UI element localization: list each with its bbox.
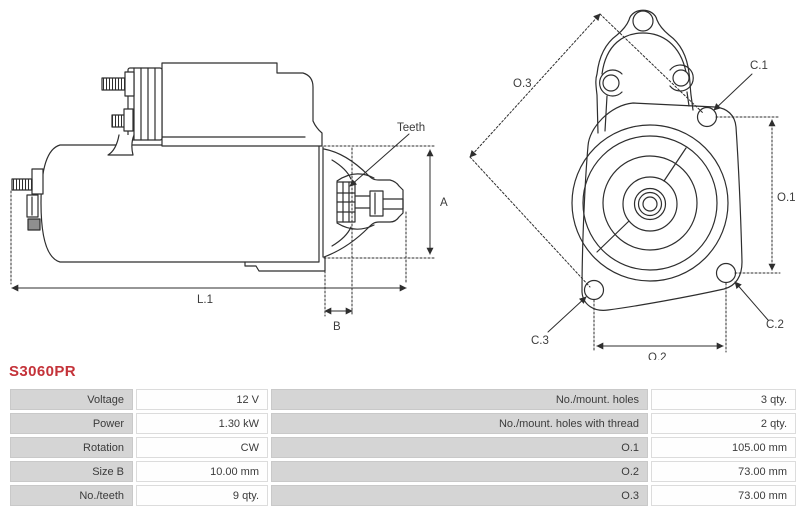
spec-label: Rotation [10, 437, 133, 458]
solenoid-terminal-bolt-upper [101, 77, 126, 91]
mount-hole-c3 [583, 279, 605, 301]
spec-value: CW [136, 437, 268, 458]
spec-value: 12 V [136, 389, 268, 410]
spec-label: O.2 [271, 461, 648, 482]
spec-value: 105.00 mm [651, 437, 796, 458]
spec-table: Voltage 12 V No./mount. holes 3 qty. Pow… [10, 389, 796, 506]
c1-leader-arrow [713, 73, 753, 111]
dim-line-o3 [469, 13, 601, 158]
upper-left-hole [602, 74, 620, 92]
starter-end-view: O.3 C.1 O.1 C.2 C.3 O.2 [469, 9, 796, 360]
dim-label-o1: O.1 [777, 192, 796, 204]
teeth-leader-arrow [349, 133, 410, 187]
c2-leader-arrow [734, 281, 769, 321]
spec-value: 73.00 mm [651, 461, 796, 482]
bearing-boss [622, 176, 678, 232]
spec-label: Size B [10, 461, 133, 482]
solenoid-cap [127, 67, 163, 141]
end-view-dimensions [469, 13, 781, 353]
spec-label: Power [10, 413, 133, 434]
solenoid [101, 62, 323, 156]
dim-label-l1: L.1 [197, 294, 213, 306]
spec-value: 1.30 kW [136, 413, 268, 434]
rear-knob [27, 218, 41, 231]
technical-drawing: Teeth A B L.1 [10, 9, 796, 360]
dim-label-c1: C.1 [750, 60, 768, 72]
pinion-gear [336, 181, 356, 223]
spec-label: No./mount. holes with thread [271, 413, 648, 434]
spec-label: Voltage [10, 389, 133, 410]
mounting-flange [581, 102, 743, 311]
drive-end-housing [322, 146, 404, 258]
spec-value: 10.00 mm [136, 461, 268, 482]
solenoid-neck [107, 134, 135, 156]
dim-label-a: A [440, 197, 448, 209]
body-circles [571, 124, 729, 282]
starter-side-view: Teeth A B L.1 [10, 62, 448, 333]
spec-value: 3 qty. [651, 389, 796, 410]
solenoid-terminal-bolt-lower [111, 114, 126, 128]
spec-label: No./teeth [10, 485, 133, 506]
side-view-dimensions [10, 133, 437, 317]
spec-value: 2 qty. [651, 413, 796, 434]
dim-label-o3: O.3 [513, 78, 532, 90]
dim-label-c2: C.2 [766, 319, 784, 331]
motor-body [40, 144, 320, 263]
part-number: S3060PR [9, 363, 77, 380]
spec-value: 9 qty. [136, 485, 268, 506]
rear-terminal-group [11, 168, 44, 231]
teeth-label: Teeth [397, 122, 425, 134]
spec-value: 73.00 mm [651, 485, 796, 506]
upper-right-hole [672, 69, 690, 87]
dim-label-c3: C.3 [531, 335, 549, 347]
spec-label: O.1 [271, 437, 648, 458]
c3-leader-arrow [547, 296, 587, 333]
top-mount-hole [632, 10, 654, 32]
threaded-stud [11, 178, 33, 191]
dim-label-o2: O.2 [648, 352, 667, 360]
output-shaft [354, 190, 404, 217]
shaft-bore [642, 196, 658, 212]
dim-label-b: B [333, 321, 341, 333]
spec-label: O.3 [271, 485, 648, 506]
spec-label: No./mount. holes [271, 389, 648, 410]
mount-hole-c2 [715, 262, 737, 284]
